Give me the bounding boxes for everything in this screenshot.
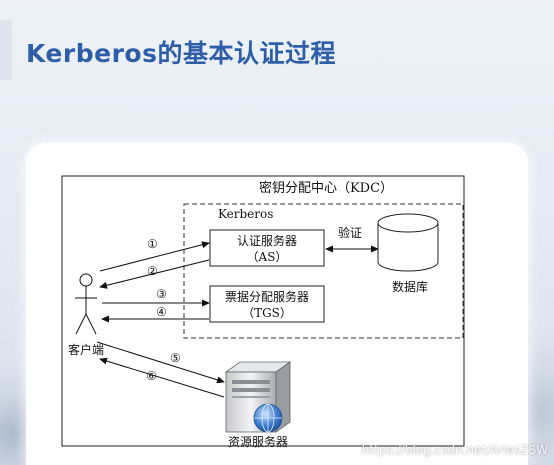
database-label: 数据库 xyxy=(392,279,428,294)
client-label: 客户端 xyxy=(68,342,104,357)
database-icon xyxy=(377,213,439,272)
step4-label: ④ xyxy=(156,305,167,319)
kerberos-label: Kerberos xyxy=(218,207,273,221)
client-user-icon xyxy=(75,273,97,335)
kerberos-boundary xyxy=(183,203,464,339)
slide-title: Kerberos的基本认证过程 xyxy=(26,39,336,68)
as-box-line2: （AS） xyxy=(247,250,288,264)
step1-arrow xyxy=(99,241,210,272)
step2-label: ② xyxy=(147,264,158,278)
step5-label: ⑤ xyxy=(170,351,181,365)
step5-arrow xyxy=(96,341,225,384)
step2-arrow xyxy=(99,259,210,289)
watermark: https://blog.csdn.net/AriesZSW xyxy=(361,443,548,457)
resource-server-icon xyxy=(224,361,292,433)
as-box xyxy=(209,229,325,267)
step1-label: ① xyxy=(147,237,158,251)
step6-label: ⑥ xyxy=(146,369,157,383)
tgs-box-line2: （TGS） xyxy=(242,306,292,320)
resource-server-label: 资源服务器 xyxy=(228,434,288,449)
outer-frame xyxy=(61,175,465,447)
tgs-box-line1: 票据分配服务器 xyxy=(225,289,309,304)
tgs-box xyxy=(209,285,325,323)
verify-label: 验证 xyxy=(338,225,362,240)
kdc-label: 密钥分配中心（KDC） xyxy=(259,180,393,196)
as-box-line1: 认证服务器 xyxy=(237,233,297,248)
step3-label: ③ xyxy=(156,287,167,301)
title-accent-bar xyxy=(0,20,12,80)
step6-arrow xyxy=(99,357,225,398)
